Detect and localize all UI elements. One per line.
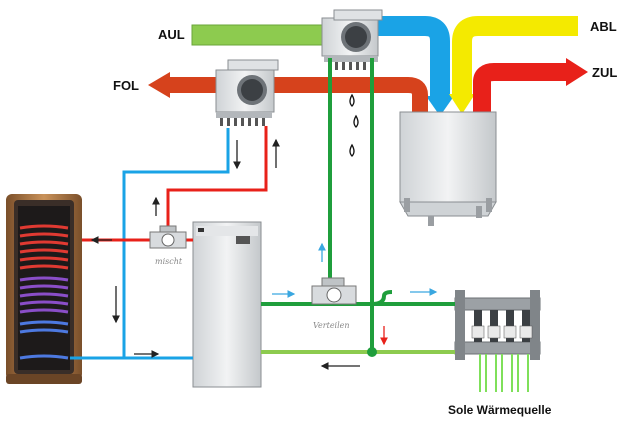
zul-duct-arrowhead bbox=[566, 58, 588, 86]
label-abl: ABL bbox=[590, 19, 617, 34]
label-zul: ZUL bbox=[592, 65, 617, 80]
label-aul: AUL bbox=[158, 27, 185, 42]
fol-duct bbox=[168, 77, 428, 112]
red-supply-pipe bbox=[166, 126, 268, 240]
left-fan-unit bbox=[215, 59, 279, 126]
distribution-valve bbox=[311, 277, 357, 305]
label-fol: FOL bbox=[113, 78, 139, 93]
ventilation-unit bbox=[399, 111, 497, 226]
abl-duct bbox=[452, 16, 578, 96]
blue-air-duct bbox=[375, 15, 450, 98]
heat-pump-unit bbox=[192, 221, 262, 388]
water-droplet-icon bbox=[349, 93, 359, 157]
aul-duct bbox=[191, 24, 341, 46]
label-sole-source: Sole Wärmequelle bbox=[448, 403, 552, 417]
top-fan-unit bbox=[321, 9, 383, 70]
label-valve: Verteilen bbox=[313, 321, 350, 330]
zul-duct bbox=[473, 63, 568, 112]
abl-duct-arrowhead bbox=[449, 94, 475, 114]
brine-manifold bbox=[454, 290, 541, 360]
blue-flow-arrows bbox=[272, 242, 438, 298]
brine-source-lines bbox=[479, 354, 529, 392]
fol-duct-arrowhead bbox=[148, 72, 170, 98]
mixer-valve-small bbox=[149, 225, 187, 249]
flow-arrow-icon bbox=[90, 138, 360, 370]
blue-return-pipe bbox=[122, 128, 230, 358]
brine-junction bbox=[367, 347, 377, 357]
storage-tank bbox=[6, 194, 82, 384]
label-mixer-small: mischt bbox=[155, 257, 183, 266]
blue-duct-arrowhead bbox=[426, 96, 454, 116]
